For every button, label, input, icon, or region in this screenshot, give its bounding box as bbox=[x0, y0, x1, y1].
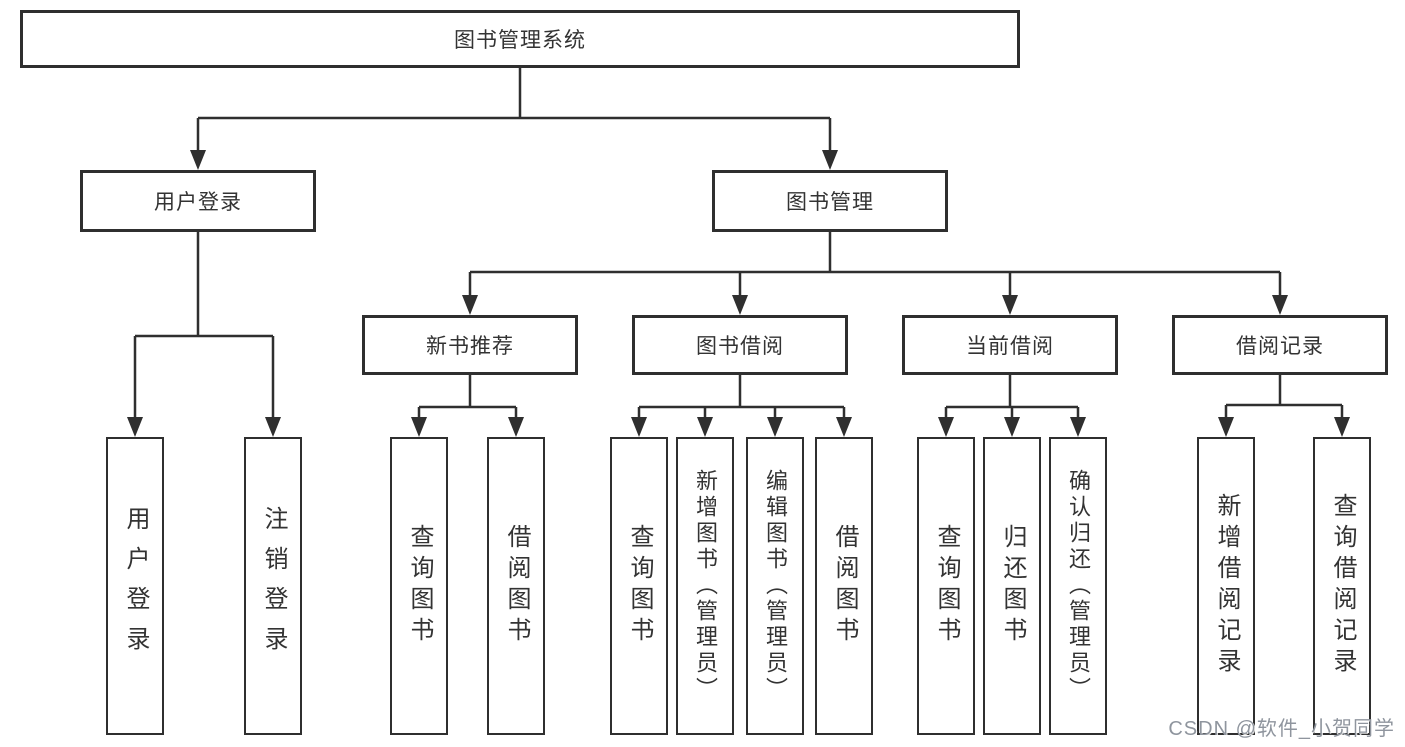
node-root-label: 图书管理系统 bbox=[454, 29, 586, 52]
leaf-return-book-label: 归还图书 bbox=[999, 524, 1026, 648]
node-new-book-recommend-label: 新书推荐 bbox=[426, 335, 514, 358]
leaf-query-books-recommend: 查询图书 bbox=[390, 437, 448, 735]
leaf-borrow-books-borrowing-label: 借阅图书 bbox=[831, 524, 858, 648]
node-new-book-recommend: 新书推荐 bbox=[362, 315, 578, 375]
leaf-add-book-admin: 新增图书（管理员） bbox=[676, 437, 734, 735]
leaf-query-books-borrowing: 查询图书 bbox=[610, 437, 668, 735]
node-book-borrowing-label: 图书借阅 bbox=[696, 335, 784, 358]
leaf-add-borrow-record-label: 新增借阅记录 bbox=[1213, 493, 1240, 679]
leaf-add-borrow-record: 新增借阅记录 bbox=[1197, 437, 1255, 735]
leaf-borrow-books-recommend-label: 借阅图书 bbox=[503, 524, 530, 648]
leaf-query-books-current-label: 查询图书 bbox=[933, 524, 960, 648]
leaf-return-book: 归还图书 bbox=[983, 437, 1041, 735]
node-book-management-label: 图书管理 bbox=[786, 191, 874, 214]
leaf-borrow-books-borrowing: 借阅图书 bbox=[815, 437, 873, 735]
node-borrowing-records-label: 借阅记录 bbox=[1236, 335, 1324, 358]
leaf-add-book-admin-label: 新增图书（管理员） bbox=[693, 469, 718, 703]
leaf-user-login-label: 用户登录 bbox=[122, 506, 149, 666]
leaf-logout: 注销登录 bbox=[244, 437, 302, 735]
node-current-borrowing-label: 当前借阅 bbox=[966, 335, 1054, 358]
node-user-login: 用户登录 bbox=[80, 170, 316, 232]
leaf-edit-book-admin: 编辑图书（管理员） bbox=[746, 437, 804, 735]
leaf-edit-book-admin-label: 编辑图书（管理员） bbox=[763, 469, 788, 703]
node-book-management: 图书管理 bbox=[712, 170, 948, 232]
leaf-query-borrow-record: 查询借阅记录 bbox=[1313, 437, 1371, 735]
node-borrowing-records: 借阅记录 bbox=[1172, 315, 1388, 375]
node-user-login-label: 用户登录 bbox=[154, 191, 242, 214]
node-root: 图书管理系统 bbox=[20, 10, 1020, 68]
leaf-query-books-borrowing-label: 查询图书 bbox=[626, 524, 653, 648]
leaf-query-books-current: 查询图书 bbox=[917, 437, 975, 735]
watermark-text: CSDN @软件_小贺同学 bbox=[1168, 718, 1395, 740]
leaf-query-borrow-record-label: 查询借阅记录 bbox=[1329, 493, 1356, 679]
leaf-borrow-books-recommend: 借阅图书 bbox=[487, 437, 545, 735]
leaf-logout-label: 注销登录 bbox=[260, 506, 287, 666]
node-current-borrowing: 当前借阅 bbox=[902, 315, 1118, 375]
leaf-confirm-return-admin: 确认归还（管理员） bbox=[1049, 437, 1107, 735]
leaf-user-login: 用户登录 bbox=[106, 437, 164, 735]
leaf-confirm-return-admin-label: 确认归还（管理员） bbox=[1066, 469, 1091, 703]
leaf-query-books-recommend-label: 查询图书 bbox=[406, 524, 433, 648]
node-book-borrowing: 图书借阅 bbox=[632, 315, 848, 375]
